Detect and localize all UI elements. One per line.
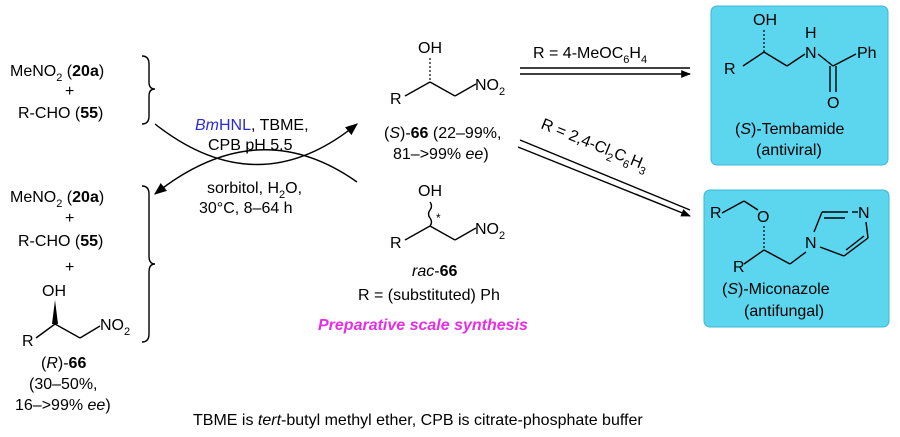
left-top-reactants: MeNO2 (20a) + R-CHO (55)	[10, 55, 156, 125]
miconazole-activity: (antifungal)	[744, 303, 824, 320]
bond	[832, 53, 857, 67]
compound-s66-ee: 81–>99% ee)	[393, 146, 489, 163]
atom-oh: OH	[418, 183, 442, 200]
right-brace-bottom	[141, 185, 156, 343]
equilibrium-arrows: BmHNL, TBME, CPB pH 5.5 sorbitol, H2O, 3…	[154, 117, 358, 217]
atom-r: R	[22, 333, 34, 350]
miconazole-name: (S)-Miconazole	[722, 281, 830, 298]
r-group-definition: R = (substituted) Ph	[358, 287, 500, 304]
tembamide-name: (S)-Tembamide	[735, 121, 844, 138]
bond	[743, 249, 765, 265]
atom-oh: OH	[42, 283, 66, 300]
bond	[454, 83, 477, 97]
arrow-line-headed	[517, 146, 691, 217]
reactant-nitromethane: MeNO2 (20a)	[10, 63, 104, 84]
reverse-arrow	[154, 149, 358, 195]
bond	[454, 227, 477, 241]
racemic-nitroalcohol: OH * R NO2 rac-66 R = (substituted) Ph	[358, 183, 505, 304]
bond	[789, 251, 807, 265]
atom-h: H	[805, 25, 817, 42]
atom-r: R	[710, 205, 722, 222]
atom-no2: NO2	[475, 221, 505, 242]
atom-n-ring: N	[805, 235, 817, 252]
bond	[79, 325, 101, 339]
bond	[429, 225, 456, 241]
wavy-bond	[427, 201, 433, 227]
forward-arrow	[154, 123, 358, 166]
atom-n-top: N	[858, 205, 870, 222]
bond	[763, 249, 791, 265]
bond	[404, 225, 431, 241]
ring-bond	[819, 246, 845, 257]
atom-oh: OH	[418, 40, 442, 57]
footnote: TBME is tert-butyl methyl ether, CPB is …	[193, 412, 643, 429]
atom-r: R	[733, 259, 745, 276]
arrow-to-miconazole: R = 2,4-Cl2C6H3	[517, 116, 691, 217]
compound-r66-yield: (30–50%,	[29, 376, 98, 393]
bond	[35, 323, 56, 339]
ring-double-bond	[845, 235, 865, 251]
mixture-nitromethane: MeNO2 (20a)	[10, 189, 104, 210]
atom-o: O	[827, 95, 839, 112]
compound-r66-label: (R)-66	[41, 355, 86, 372]
arrow-line	[519, 139, 691, 211]
plus-sign: +	[65, 210, 74, 227]
r-nitroalcohol-structure: OH R NO2	[22, 283, 130, 350]
reactant-aldehyde: R-CHO (55)	[18, 105, 103, 122]
mixture-aldehyde: R-CHO (55)	[18, 233, 103, 250]
arrow-label-tembamide: R = 4-MeOC6H4	[533, 45, 647, 66]
left-bottom-mixture: MeNO2 (20a) + R-CHO (55) + OH R NO2 (R)-…	[10, 185, 156, 414]
tembamide-box-bg	[710, 5, 889, 166]
miconazole-box: R O R N N (S)-Miconazole (antifungal)	[703, 189, 890, 328]
bond	[742, 51, 765, 67]
atom-n: N	[805, 45, 817, 62]
bond	[54, 323, 81, 339]
atom-oh: OH	[753, 12, 777, 29]
bond	[404, 81, 431, 97]
atom-no2: NO2	[475, 77, 505, 98]
forward-condition-enzyme: BmHNL, TBME,	[195, 117, 309, 134]
compound-s66-label: (S)-66 (22–99%,	[384, 125, 501, 142]
tembamide-activity: (antiviral)	[756, 142, 822, 159]
atom-o: O	[757, 209, 769, 226]
ring-bond	[865, 221, 869, 239]
atom-r: R	[390, 91, 402, 108]
reverse-condition-line1: sorbitol, H2O,	[207, 180, 302, 201]
arrow-to-tembamide: R = 4-MeOC6H4	[520, 45, 691, 78]
bond	[429, 81, 456, 97]
preparative-scale-label: Preparative scale synthesis	[318, 317, 528, 334]
reverse-condition-line2: 30°C, 8–64 h	[199, 200, 293, 217]
s-nitroalcohol-product: OH R NO2 (S)-66 (22–99%, 81–>99% ee)	[384, 40, 505, 163]
compound-r66-ee: 16–>99% ee)	[15, 397, 111, 414]
atom-r: R	[724, 61, 736, 78]
tembamide-box: OH R H N Ph O (S)-Tembamide (antiviral)	[710, 5, 889, 166]
arrow-label-miconazole: R = 2,4-Cl2C6H3	[537, 116, 651, 178]
right-brace-top	[141, 55, 156, 125]
compound-rac66-label: rac-66	[412, 263, 457, 280]
plus-sign: +	[65, 259, 74, 276]
stereocenter-star: *	[436, 211, 441, 225]
bond	[743, 200, 759, 211]
bond	[786, 53, 806, 67]
bond	[763, 51, 788, 67]
bond	[721, 200, 745, 214]
plus-sign: +	[65, 83, 74, 100]
atom-r: R	[390, 235, 402, 252]
ring-bond	[813, 211, 823, 233]
forward-condition-buffer: CPB pH 5.5	[208, 137, 293, 154]
bond	[817, 53, 834, 67]
wedge-bond	[52, 300, 58, 324]
atom-no2: NO2	[100, 317, 130, 338]
ring-bond	[843, 237, 869, 257]
atom-ph: Ph	[857, 45, 877, 62]
